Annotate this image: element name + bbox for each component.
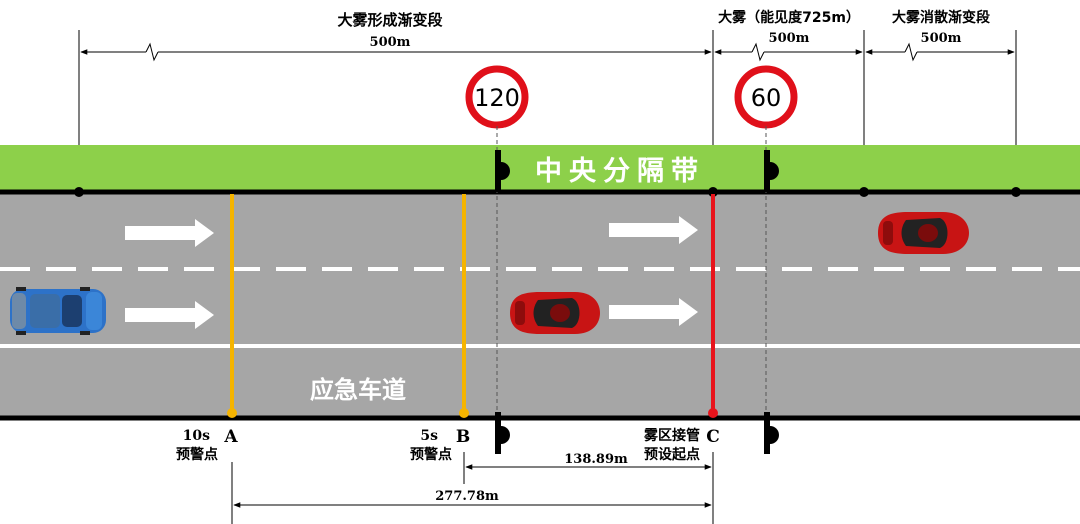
right-arrow-icon [125,219,214,247]
car-icon [10,287,106,335]
dissipation-length: 500m [921,31,962,46]
warning-dot-a [227,408,237,418]
right-arrow-icon [609,298,698,326]
point-a-time: 10s [183,428,210,444]
dissipation-end-dot [1011,187,1021,197]
point-c-letter: C [706,427,720,447]
median-label: 中央分隔带 [535,156,705,187]
sign-post-icon [495,150,510,192]
point-a-letter: A [223,427,238,447]
right-arrow-icon [125,301,214,329]
takeover-dot-c [708,408,718,418]
a-to-c-distance: 277.78m [435,489,499,504]
formation-start-dot [74,187,84,197]
fog-length: 500m [769,31,810,46]
car-icon [510,292,600,334]
point-a-label: 预警点 [176,446,218,463]
speed-limit-60-value: 60 [751,84,782,112]
car-icon [878,212,969,254]
right-arrow-icon [609,216,698,244]
formation-dimension [80,42,712,62]
point-b-time: 5s [420,428,438,444]
warning-dot-b [459,408,469,418]
fog-title: 大雾（能见度725m） [718,9,860,26]
point-c-label-line2: 预设起点 [644,446,700,463]
speed-limit-sign-60: 60 [734,65,798,129]
emergency-lane-label: 应急车道 [310,376,406,404]
formation-title: 大雾形成渐变段 [337,11,442,29]
speed-limit-120-value: 120 [474,84,520,112]
sign-post-icon [495,412,510,454]
fog-dimension [714,42,863,62]
fog-start-dot [708,187,718,197]
dissipation-dimension [865,42,1015,62]
point-b-letter: B [456,427,470,447]
formation-length: 500m [370,35,411,50]
speed-limit-sign-120: 120 [465,65,529,129]
dissipation-title: 大雾消散渐变段 [892,9,990,26]
point-b-label: 预警点 [410,446,452,463]
fog-end-dot [859,187,869,197]
point-c-label-line1: 雾区接管 [643,427,700,444]
median-strip [0,145,1080,192]
b-to-c-distance: 138.89m [564,452,628,467]
sign-post-icon [764,150,779,192]
sign-post-icon [764,412,779,454]
